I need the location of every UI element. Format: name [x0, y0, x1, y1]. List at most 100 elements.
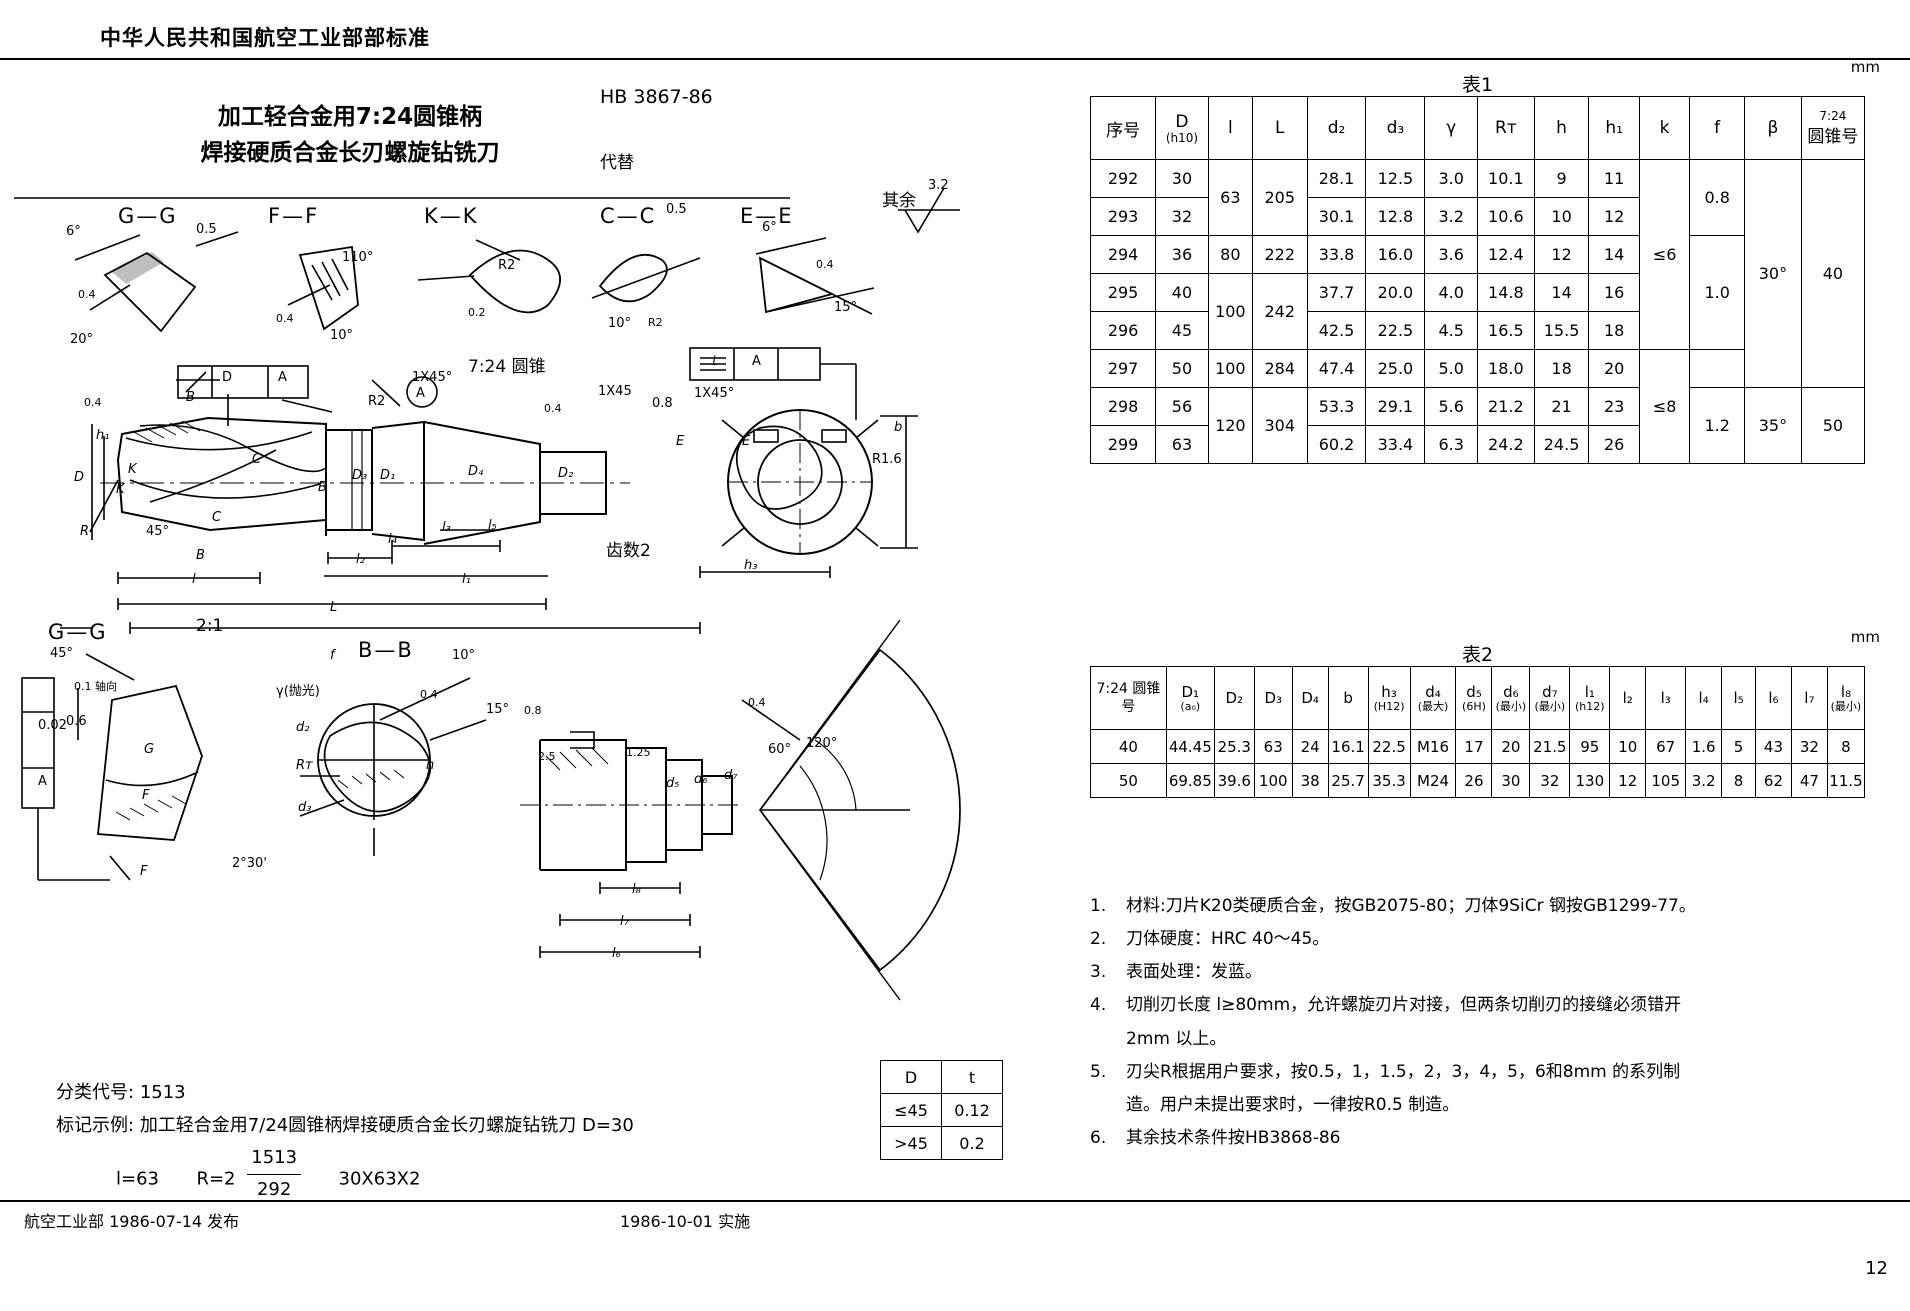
ann-rt-bb: Rт: [296, 758, 313, 773]
ann-b: b: [894, 420, 903, 435]
ann-120deg: 120°: [806, 736, 838, 751]
cell-f-merged: 1.2: [1689, 387, 1746, 464]
table2-cell: 12: [1609, 763, 1647, 798]
ann-h1: h₁: [96, 428, 110, 443]
marking-fraction: 1513 292: [247, 1143, 302, 1205]
table2-header-cell: l₆: [1755, 666, 1792, 730]
table2-header-main: l₂: [1622, 689, 1633, 707]
table2-header-main: l₇: [1804, 689, 1815, 707]
cell-h1: 11: [1588, 159, 1640, 198]
tech-note-text: 表面处理：发蓝。: [1126, 962, 1262, 983]
table1-unit: mm: [1850, 58, 1880, 76]
technical-notes: 1.材料:刀片K20类硬质合金，按GB2075-80；刀体9SiCr 钢按GB1…: [1090, 890, 1880, 1155]
table2-cell: 100: [1253, 763, 1293, 798]
tech-note-continuation: 2mm 以上。: [1126, 1028, 1227, 1049]
th-gamma: γ: [1424, 96, 1478, 160]
ann-d6: d₆: [694, 772, 708, 787]
tech-note-item: 3. 表面处理：发蓝。: [1090, 956, 1880, 989]
cell-gamma: 5.0: [1424, 349, 1478, 388]
tech-note-item: 2.刀体硬度：HRC 40～45。: [1090, 923, 1880, 956]
replace-label: 代替: [600, 153, 634, 173]
cell-D: 40: [1155, 273, 1209, 312]
footer-divider: [0, 1200, 1910, 1202]
cell-h1: 20: [1588, 349, 1640, 388]
table2-header-sub: (6H): [1462, 700, 1486, 714]
ann-C-b: C: [212, 510, 222, 525]
ann-detail-a-circle: A: [416, 386, 425, 401]
surface-note-label: 其余: [882, 191, 916, 211]
table2-cell: 10: [1609, 729, 1647, 764]
table2-header-cell: l₇: [1790, 666, 1828, 730]
ann-0p4-main: 0.4: [544, 402, 562, 415]
cell-d3: 33.4: [1365, 425, 1426, 464]
ann-angle-10-cc: 10°: [608, 316, 632, 331]
ann-l1: l₁: [462, 572, 471, 587]
ann-G-detail: G: [144, 742, 155, 757]
cell-gamma: 6.3: [1424, 425, 1478, 464]
cell-h1: 16: [1588, 273, 1640, 312]
ann-d3-bb: d₃: [298, 800, 312, 815]
marking-line-1: 加工轻合金用7/24圆锥柄焊接硬质合金长刃螺旋钻铣刀 D=30: [139, 1114, 634, 1136]
ann-teeth-count: 齿数2: [606, 541, 651, 561]
header-divider: [0, 58, 1910, 60]
table2-cell: 26: [1455, 763, 1493, 798]
cell-no: 297: [1089, 349, 1157, 388]
th-D-sub: (h10): [1165, 131, 1199, 145]
section-label-bb: B—B: [358, 638, 414, 662]
table2-cell: M24: [1409, 763, 1457, 798]
cell-d3: 12.5: [1365, 159, 1426, 198]
table2-cell: 63: [1253, 729, 1293, 764]
th-f: f: [1689, 96, 1746, 160]
cell-d3: 22.5: [1365, 311, 1426, 350]
section-label-kk: K—K: [424, 204, 479, 228]
table2-header-main: l₄: [1698, 689, 1709, 707]
ann-taper-724: 7:24 圆锥: [468, 357, 546, 377]
cell-L: 222: [1251, 235, 1308, 274]
cell-gamma: 5.6: [1424, 387, 1478, 426]
table-row: 294 36 80 222 33.8 16.0 3.6 12.4 12 14 1…: [1089, 235, 1865, 350]
th-L-text: L: [1275, 118, 1285, 138]
section-label-gg-2: G—G: [48, 620, 108, 644]
table2-cell: 69.85: [1165, 763, 1215, 798]
table2-header-main: l₃: [1660, 689, 1671, 707]
table2-header-sub: (h12): [1575, 700, 1605, 714]
table2-cell: 1.6: [1685, 729, 1723, 764]
ann-E-left: E: [676, 434, 685, 449]
ann-0p4-left: 0.4: [84, 396, 102, 409]
th-gamma-text: γ: [1446, 118, 1457, 138]
table2-header-cell: l₄: [1685, 666, 1723, 730]
cell-D: 36: [1155, 235, 1209, 274]
th-rt-text: Rт: [1494, 118, 1517, 138]
table2-header-main: D₄: [1301, 689, 1319, 707]
tech-note-number: 3.: [1090, 962, 1107, 983]
ann-chamfer-1x45-b: 1X45: [598, 384, 632, 399]
marking-r-value: R=2: [196, 1168, 236, 1190]
cell-no: 298: [1089, 387, 1157, 426]
marking-example-block: 分类代号: 1513 标记示例: 加工轻合金用7/24圆锥柄焊接硬质合金长刃螺旋…: [56, 1078, 634, 1205]
table2-header-sub: (a₀): [1180, 700, 1201, 714]
ann-C-a: C: [252, 452, 262, 467]
ann-l8: l₈: [632, 882, 641, 897]
ann-B-a: B: [318, 480, 327, 495]
ann-l5: l₅: [488, 518, 497, 533]
table-row: 295 40 100 242 37.7 20.0 4.0 14.8 14 16: [1089, 273, 1865, 350]
table1-block: 表1 mm 序号 D(h10) l L d₂ d₃ γ Rт h h₁ k: [1089, 58, 1880, 464]
cell-h: 24.5: [1533, 425, 1590, 464]
ann-f-bb: f: [330, 648, 335, 663]
cell-d3: 29.1: [1365, 387, 1426, 426]
ann-angle-20: 20°: [70, 332, 94, 347]
title-line-2: 焊接硬质合金长刃螺旋钻铣刀: [200, 139, 500, 166]
th-no-text: 序号: [1106, 120, 1141, 141]
section-label-cc: C—C: [600, 204, 657, 228]
cell-D: 56: [1155, 387, 1209, 426]
table2-cell: 17: [1455, 729, 1493, 764]
table2-header-sub: (最大): [1417, 700, 1449, 714]
marking-frac-numerator: 1513: [247, 1143, 302, 1175]
table2-cell: 67: [1645, 729, 1687, 764]
cell-gamma: 3.2: [1424, 197, 1478, 236]
standard-org-title: 中华人民共和国航空工业部部标准: [100, 26, 430, 50]
ann-angle-6: 6°: [66, 224, 81, 239]
